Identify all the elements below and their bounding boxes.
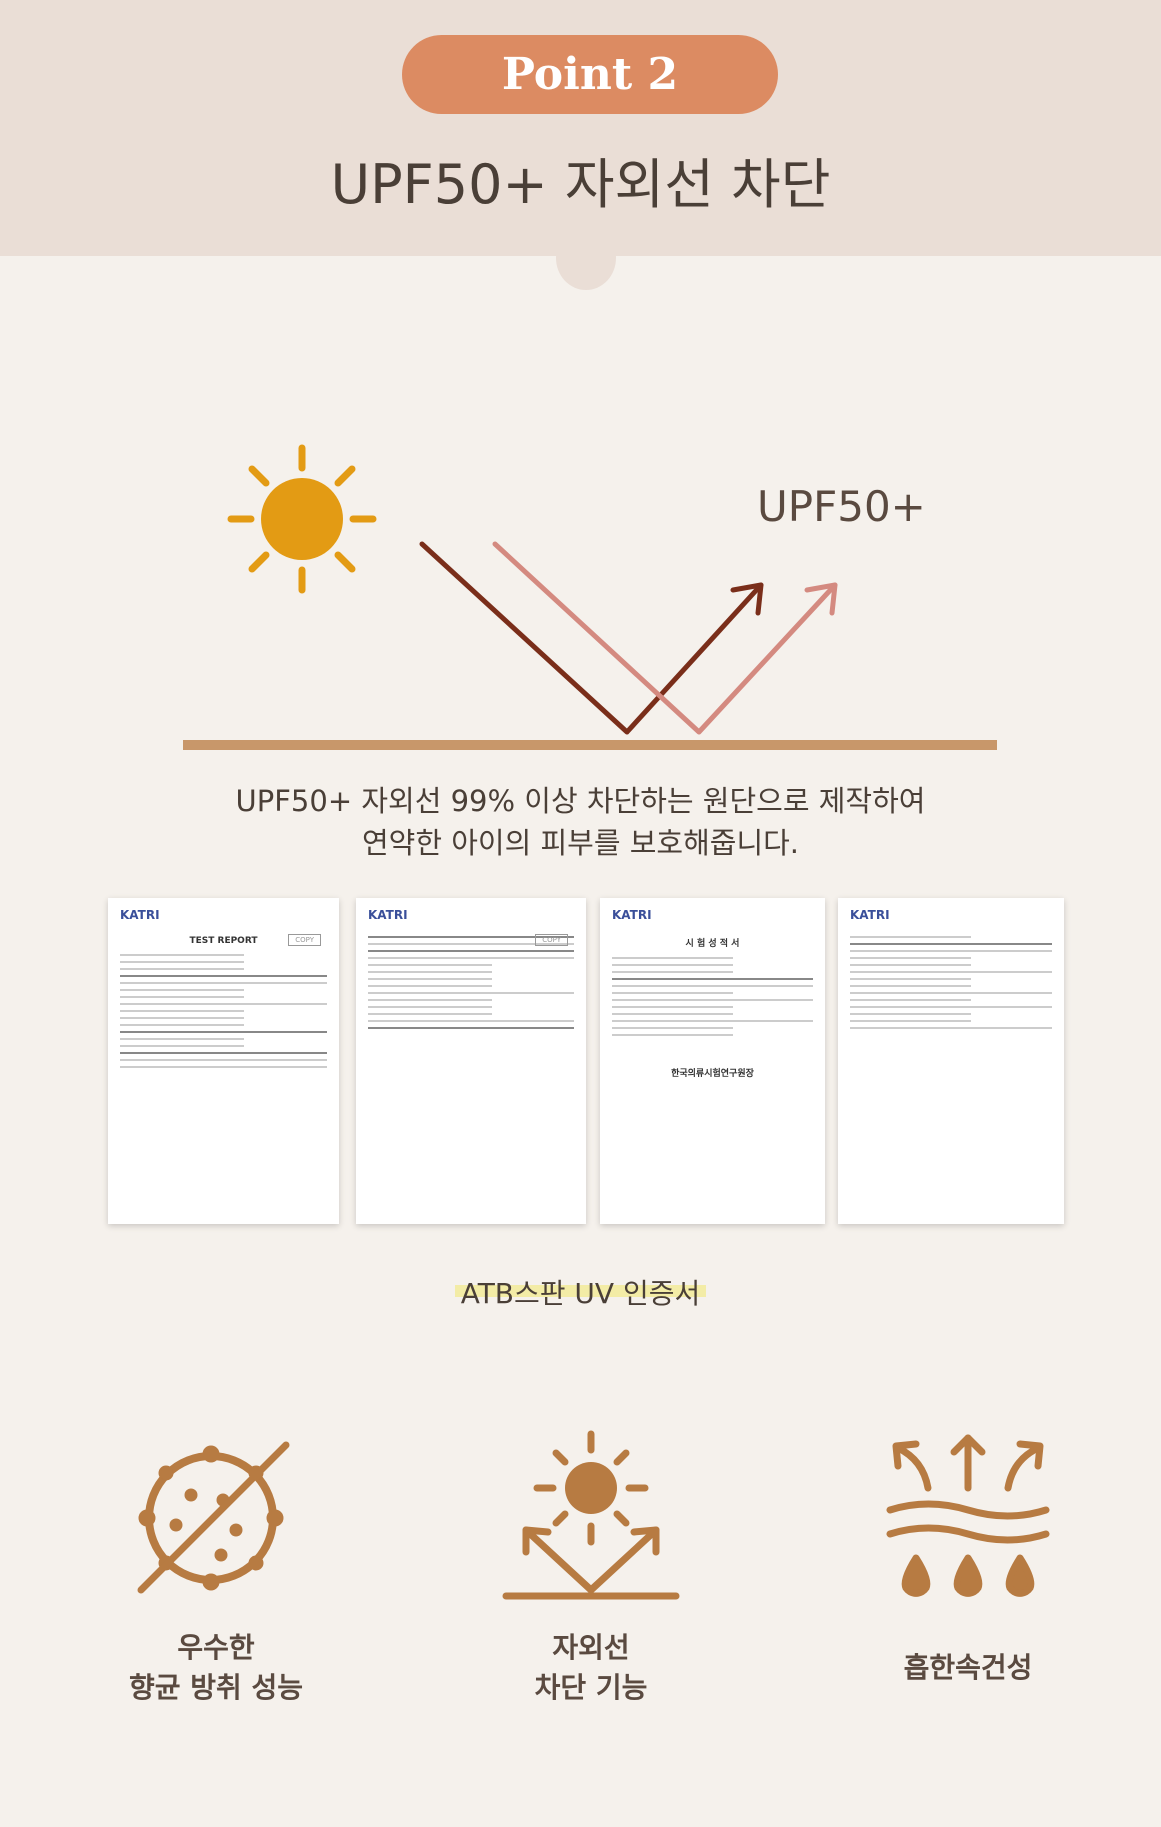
certificate-document[interactable]: KATRI COPY — [356, 898, 586, 1224]
feature-label: 우수한 — [177, 1631, 255, 1664]
moisture-wicking-icon — [886, 1434, 1050, 1597]
copy-stamp: COPY — [535, 934, 568, 946]
feature-moisture-wicking: 흡한속건성 — [838, 1430, 1098, 1688]
feature-label: 자외선 — [552, 1631, 630, 1664]
reflected-ray-light — [492, 541, 838, 735]
section-title: UPF50+ 자외선 차단 — [330, 153, 831, 216]
reflected-ray-dark — [419, 541, 764, 735]
feature-label: 흡한속건성 — [903, 1651, 1033, 1684]
certificate-document[interactable]: KATRI COPY TEST REPORT — [108, 898, 339, 1224]
upf-label: UPF50+ — [757, 482, 926, 531]
document-footer: 한국의류시험연구원장 — [671, 1069, 754, 1079]
feature-label: 차단 기능 — [534, 1671, 648, 1704]
fabric-surface-line — [183, 740, 997, 750]
feature-antibacterial: 우수한 향균 방취 성능 — [86, 1430, 346, 1708]
certificate-caption: ATB스판 UV 인증서 — [0, 1272, 1161, 1312]
document-heading: 시 험 성 적 서 — [685, 939, 740, 949]
uv-reflection-diagram — [183, 444, 997, 750]
description-line: 연약한 아이의 피부를 보호해줍니다. — [361, 826, 800, 860]
document-heading: TEST REPORT — [189, 936, 258, 946]
feature-uv-block: 자외선 차단 기능 — [461, 1430, 721, 1708]
katri-logo: KATRI — [612, 908, 652, 922]
sun-icon — [227, 444, 377, 594]
katri-logo: KATRI — [368, 908, 408, 922]
description-line: UPF50+ 자외선 99% 이상 차단하는 원단으로 제작하여 — [235, 784, 926, 818]
copy-stamp: COPY — [288, 934, 321, 946]
description: UPF50+ 자외선 99% 이상 차단하는 원단으로 제작하여 연약한 아이의… — [0, 780, 1161, 864]
katri-logo: KATRI — [120, 908, 160, 922]
point-badge: Point 2 — [402, 35, 778, 114]
katri-logo: KATRI — [850, 908, 890, 922]
uv-block-icon — [502, 1430, 680, 1600]
certificate-document[interactable]: KATRI — [838, 898, 1064, 1224]
feature-label: 향균 방취 성능 — [128, 1671, 304, 1704]
antibacterial-icon — [137, 1441, 290, 1594]
certificate-document[interactable]: KATRI 시 험 성 적 서 한국의류시험연구원장 — [600, 898, 825, 1224]
header-bump — [556, 226, 616, 290]
